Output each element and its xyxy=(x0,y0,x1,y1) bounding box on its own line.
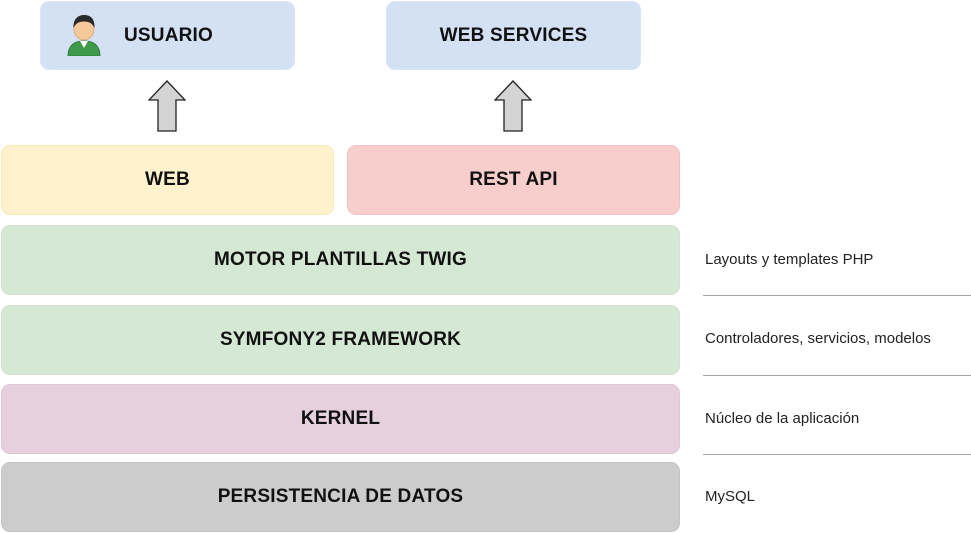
layer-twig-label: MOTOR PLANTILLAS TWIG xyxy=(214,249,467,270)
layer-persistencia-label: PERSISTENCIA DE DATOS xyxy=(217,486,464,507)
web-services-label: WEB SERVICES xyxy=(439,24,588,46)
rest-api-box: REST API xyxy=(347,145,680,215)
note-kernel: Núcleo de la aplicación xyxy=(705,410,860,427)
rest-api-label: REST API xyxy=(469,169,558,190)
arrow-up-icon xyxy=(494,80,532,132)
layer-symfony: SYMFONY2 FRAMEWORK xyxy=(1,305,680,375)
layer-symfony-label: SYMFONY2 FRAMEWORK xyxy=(219,329,462,350)
note-persistencia: MySQL xyxy=(705,488,756,505)
divider xyxy=(703,295,971,296)
note-twig: Layouts y templates PHP xyxy=(705,251,874,268)
layer-twig: MOTOR PLANTILLAS TWIG xyxy=(1,225,680,295)
web-box: WEB xyxy=(1,145,334,215)
layer-kernel: KERNEL xyxy=(1,384,680,454)
arrow-up-icon xyxy=(148,80,186,132)
divider xyxy=(703,375,971,376)
layer-persistencia: PERSISTENCIA DE DATOS xyxy=(1,462,680,532)
note-symfony: Controladores, servicios, modelos xyxy=(705,330,931,347)
user-icon xyxy=(67,15,101,56)
web-label: WEB xyxy=(145,169,190,190)
web-services-box: WEB SERVICES xyxy=(386,1,641,70)
usuario-label: USUARIO xyxy=(123,24,213,46)
divider xyxy=(703,454,971,455)
layer-kernel-label: KERNEL xyxy=(300,408,381,429)
